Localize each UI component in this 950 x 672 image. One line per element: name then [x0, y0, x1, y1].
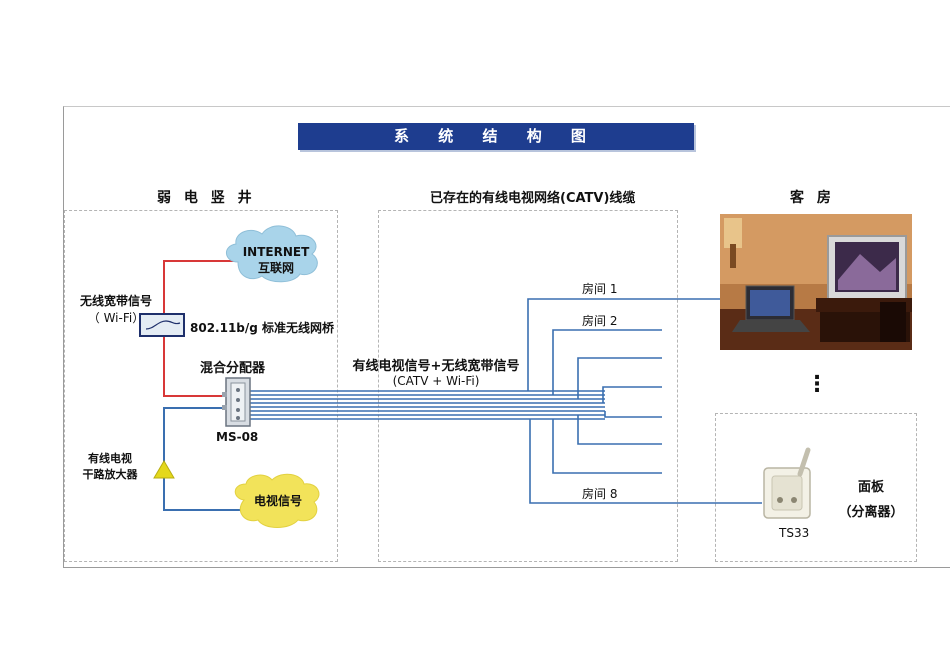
internet-label-line2: 互联网 — [257, 261, 294, 275]
catv-zone — [378, 210, 678, 562]
room-8-label: 房间 8 — [582, 487, 618, 501]
internet-label: INTERNET 互联网 — [240, 245, 312, 276]
hotel-room-photo — [720, 214, 912, 350]
red-signal-lines — [163, 260, 236, 397]
room-2-label: 房间 2 — [582, 314, 618, 328]
shaft-zone — [64, 210, 338, 562]
panel-label-line2: （分离器） — [838, 505, 904, 520]
wifi-source-line1: 无线宽带信号 — [79, 294, 152, 308]
amplifier-icon — [153, 460, 175, 479]
internet-cloud-icon — [226, 225, 318, 283]
room-1-label: 房间 1 — [582, 282, 618, 296]
tv-signal-cloud-icon — [234, 473, 320, 528]
panel-ts33-icon — [763, 447, 811, 519]
panel-model-label: TS33 — [779, 526, 810, 540]
section-header-room: 客 房 — [790, 190, 835, 206]
wifi-source-label: 无线宽带信号 （ Wi-Fi） — [66, 292, 166, 326]
amplifier-label: 有线电视 干路放大器 — [70, 450, 150, 482]
room-branches — [527, 298, 762, 504]
splitter-ms08-icon — [222, 377, 251, 427]
internet-label-line1: INTERNET — [242, 245, 310, 259]
more-rooms-ellipsis: ⋮ — [806, 372, 828, 397]
blue-feeder-lines — [163, 407, 242, 511]
splitter-model-label: MS-08 — [216, 430, 259, 444]
amplifier-label-line1: 有线电视 — [88, 452, 132, 465]
cable-bundle — [250, 390, 605, 420]
section-header-catv: 已存在的有线电视网络(CATV)线缆 — [430, 191, 636, 206]
combined-signal-label: 有线电视信号+无线宽带信号 (CATV + Wi-Fi) — [344, 355, 528, 388]
combined-signal-line2: (CATV + Wi-Fi) — [392, 374, 480, 388]
room-zone-bottom — [715, 413, 917, 562]
wireless-bridge-icon — [139, 313, 185, 337]
diagram-title: 系 统 结 构 图 — [298, 123, 694, 150]
tv-signal-label: 电视信号 — [253, 494, 302, 508]
panel-label: 面板 （分离器） — [836, 476, 906, 520]
panel-label-line1: 面板 — [857, 480, 884, 495]
bridge-label: 802.11b/g 标准无线网桥 — [190, 321, 335, 335]
splitter-label: 混合分配器 — [200, 361, 266, 376]
wifi-source-line2: （ Wi-Fi） — [87, 311, 145, 325]
section-header-shaft: 弱 电 竖 井 — [157, 190, 256, 206]
combined-signal-line1: 有线电视信号+无线宽带信号 — [352, 359, 520, 374]
amplifier-label-line2: 干路放大器 — [82, 468, 138, 481]
